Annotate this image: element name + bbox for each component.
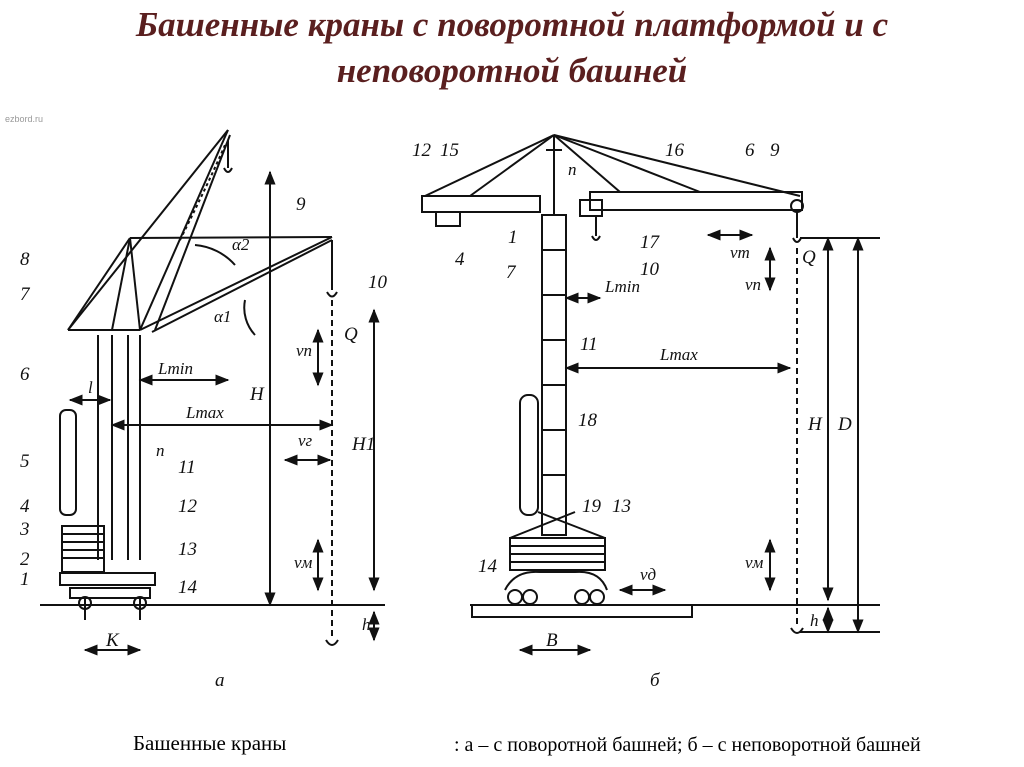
title-line-1: Башенные краны с поворотной платформой и… (135, 5, 889, 44)
label-lmin-a: Lmin (157, 359, 193, 378)
label-alpha2: α2 (232, 235, 250, 254)
label-h-a: h (362, 615, 371, 634)
label-b-11: 11 (580, 334, 598, 355)
hook-17 (591, 235, 601, 241)
hook-bottom-a (325, 639, 339, 646)
label-vt-b: vт (730, 243, 750, 262)
label-a-2: 2 (20, 549, 30, 570)
hook-top-a (223, 167, 233, 173)
label-a-6: 6 (20, 364, 30, 385)
alpha1-arc (243, 299, 256, 336)
label-a-3: 3 (19, 519, 30, 540)
label-a-5: 5 (20, 451, 30, 472)
label-n-b: n (568, 160, 577, 179)
label-b-9: 9 (770, 140, 780, 161)
label-a-12: 12 (178, 496, 198, 517)
label-a-1: 1 (20, 569, 30, 590)
label-Q-b: Q (802, 247, 816, 268)
hook-b-bottom (790, 627, 804, 634)
label-a-14: 14 (178, 577, 198, 598)
label-b-13: 13 (612, 496, 631, 517)
label-lmin-b: Lmin (604, 277, 640, 296)
label-vg-a: vг (298, 431, 313, 450)
label-H-b: H (807, 414, 823, 435)
mast-8 (67, 237, 131, 331)
winch-a (59, 409, 77, 516)
cage-18 (519, 394, 539, 516)
platform-a (59, 572, 156, 586)
label-b-17: 17 (640, 232, 661, 253)
label-b-1: 1 (508, 227, 518, 248)
hook-10 (326, 291, 338, 298)
label-b-15: 15 (440, 140, 459, 161)
crane-a (40, 129, 385, 656)
label-a-8: 8 (20, 249, 30, 270)
crane-b (421, 134, 880, 656)
sublabel-b: б (650, 670, 661, 691)
label-b-7: 7 (506, 262, 517, 283)
label-a-10: 10 (368, 272, 388, 293)
title-line-2: неповоротной башней (336, 51, 688, 90)
label-H-a: H (249, 384, 265, 405)
label-H1-a: H1 (351, 434, 375, 455)
jib-9 (139, 236, 333, 331)
tower-crane-diagram: ezbord.ru (5, 114, 880, 691)
bogie-a (69, 587, 151, 620)
label-vm-a: vм (294, 553, 313, 572)
label-vm-b: vм (745, 553, 764, 572)
jib-raised (139, 129, 229, 331)
crane-a-labels: 1 2 3 4 5 6 7 8 9 10 11 12 13 14 α2 α1 L… (19, 194, 388, 691)
label-a-13: 13 (178, 539, 197, 560)
label-b-16: 16 (665, 140, 685, 161)
label-lmax-b: Lmax (659, 345, 698, 364)
label-Q-a: Q (344, 324, 358, 345)
caption-right: : а – с поворотной башней; б – с неповор… (454, 734, 921, 756)
label-b-4: 4 (455, 249, 465, 270)
crane-b-labels: 1 4 6 7 9 10 11 12 13 14 15 16 17 18 19 … (412, 140, 852, 691)
label-lmax-a: Lmax (185, 403, 224, 422)
label-vp-b: vп (745, 275, 761, 294)
label-alpha1: α1 (214, 307, 231, 326)
sublabel-a: а (215, 670, 225, 691)
label-h-b: h (810, 611, 819, 630)
counter-jib (421, 195, 541, 213)
label-K-a: K (105, 630, 120, 651)
alpha2-arc (194, 244, 236, 266)
label-vp-a: vп (296, 341, 312, 360)
label-a-4: 4 (20, 496, 30, 517)
label-l-a: l (88, 378, 93, 397)
caption-left: Башенные краны (133, 731, 287, 755)
label-D-b: D (837, 414, 852, 435)
tower-b (541, 214, 567, 536)
label-b-19: 19 (582, 496, 602, 517)
hook-b-top (792, 237, 802, 243)
label-b-6: 6 (745, 140, 755, 161)
label-a-11: 11 (178, 457, 196, 478)
jib-6 (589, 191, 803, 211)
label-a-7: 7 (20, 284, 31, 305)
label-b-12: 12 (412, 140, 432, 161)
watermark-text: ezbord.ru (5, 114, 43, 124)
label-vd-b: vд (640, 565, 657, 584)
label-a-9: 9 (296, 194, 306, 215)
counterweight-4 (435, 211, 461, 227)
label-n-a: n (156, 441, 165, 460)
label-B-b: B (546, 630, 558, 651)
label-b-14: 14 (478, 556, 498, 577)
label-b-18: 18 (578, 410, 598, 431)
bogie-b (504, 570, 608, 605)
slide-title: Башенные краны с поворотной платформой и… (0, 2, 1024, 94)
label-b-10: 10 (640, 259, 660, 280)
